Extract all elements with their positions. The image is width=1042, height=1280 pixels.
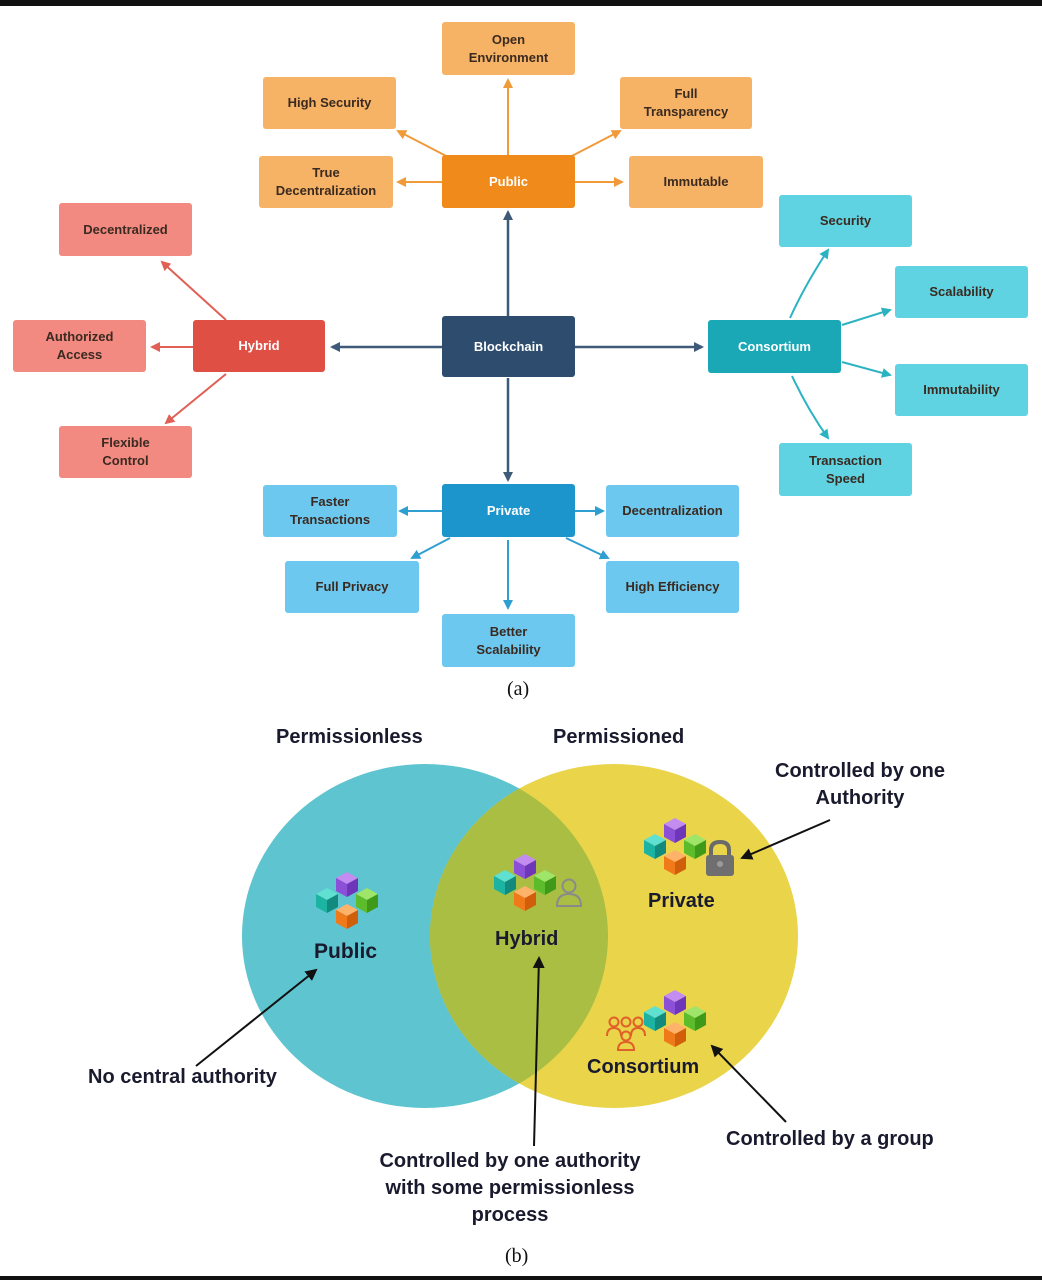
label-consortium: Consortium [587,1056,700,1078]
node-full-privacy: Full Privacy [285,561,419,613]
label-permissionless: Permissionless [276,726,423,748]
label-public: Public [314,940,378,963]
node-scalability: Scalability [895,266,1028,318]
node-full-transparency: Full Transparency [620,77,752,129]
node-private: Private [442,484,575,537]
arrow-callout-consortium [710,1044,787,1123]
node-flexible-control: Flexible Control [59,426,192,478]
node-immutability: Immutability [895,364,1028,416]
node-hybrid: Hybrid [193,320,325,372]
node-consortium: Consortium [708,320,841,373]
group-icon [606,1016,646,1051]
blocks-icon [644,818,706,875]
lock-icon [706,839,734,876]
node-true-decentralization: True Decentralization [259,156,393,208]
node-authorized-access: Authorized Access [13,320,146,372]
bottom-border [0,1276,1042,1280]
arrow-callout-hybrid [532,956,545,1147]
callout-public: No central authority [88,1066,277,1088]
label-permissioned: Permissioned [553,726,685,748]
blocks-icon [316,872,378,929]
callout-hybrid: Controlled by one authority with some pe… [379,1150,641,1226]
blocks-icon [644,990,706,1047]
node-open-environment: Open Environment [442,22,575,75]
callout-private: Controlled by one Authority [775,760,945,809]
label-hybrid: Hybrid [495,928,559,950]
overlap-region [430,764,608,1108]
node-blockchain: Blockchain [442,316,575,377]
caption-a: (a) [507,678,530,700]
blocks-icon [494,854,556,911]
user-icon [555,878,583,907]
node-security: Security [779,195,912,247]
node-better-scalability: Better Scalability [442,614,575,667]
node-public: Public [442,155,575,208]
callout-consortium: Controlled by a group [726,1128,934,1150]
arrow-callout-public [195,968,318,1067]
arrow-callout-private [740,819,831,860]
top-border [0,0,1042,6]
node-transaction-speed: Transaction Speed [779,443,912,496]
label-private: Private [648,890,715,912]
node-faster-transactions: Faster Transactions [263,485,397,537]
node-decentralization: Decentralization [606,485,739,537]
node-high-security: High Security [263,77,396,129]
node-high-efficiency: High Efficiency [606,561,739,613]
node-decentralized: Decentralized [59,203,192,256]
caption-b: (b) [505,1245,529,1267]
node-immutable: Immutable [629,156,763,208]
